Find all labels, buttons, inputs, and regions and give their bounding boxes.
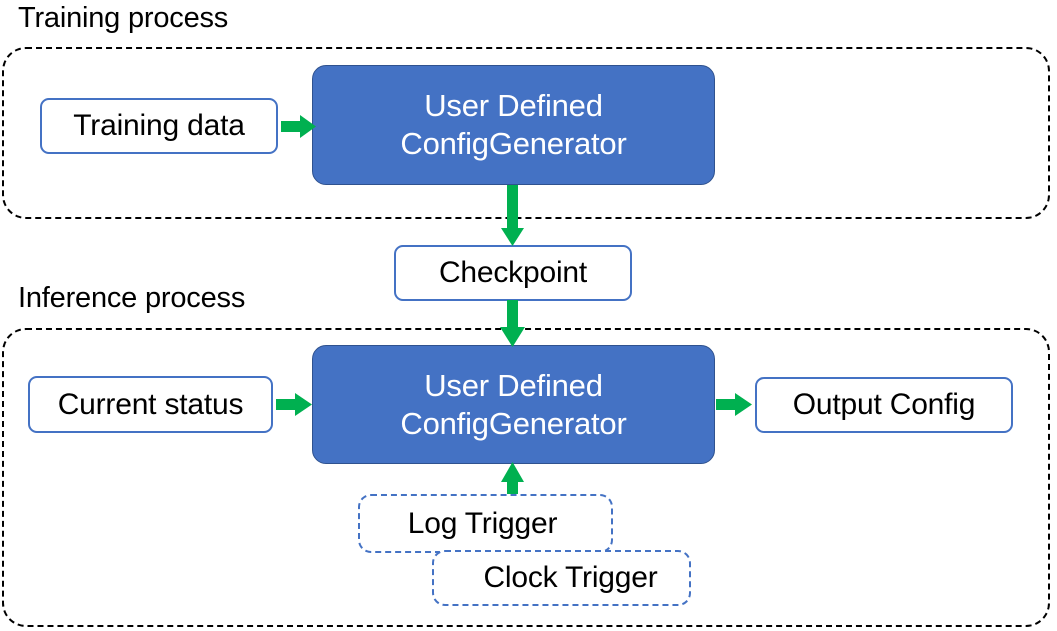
node-training-config-generator-line2: ConfigGenerator — [400, 126, 627, 161]
node-checkpoint[interactable]: Checkpoint — [394, 245, 632, 301]
inference-process-caption: Inference process — [18, 282, 246, 314]
node-inference-config-generator-line1: User Defined — [424, 367, 603, 403]
node-log-trigger[interactable]: Log Trigger — [358, 494, 613, 553]
node-output-config[interactable]: Output Config — [755, 377, 1013, 433]
node-clock-trigger[interactable]: Clock Trigger — [432, 550, 691, 606]
node-inference-config-generator-line2: ConfigGenerator — [400, 405, 627, 441]
node-inference-config-generator[interactable]: User Defined ConfigGenerator — [312, 345, 715, 464]
node-training-config-generator[interactable]: User Defined ConfigGenerator — [312, 65, 715, 185]
node-training-config-generator-line1: User Defined — [424, 88, 603, 124]
training-process-container — [2, 47, 1050, 219]
node-training-data[interactable]: Training data — [40, 98, 278, 154]
training-process-caption: Training process — [18, 2, 229, 34]
node-current-status[interactable]: Current status — [28, 376, 273, 433]
inference-process-container — [2, 328, 1050, 627]
